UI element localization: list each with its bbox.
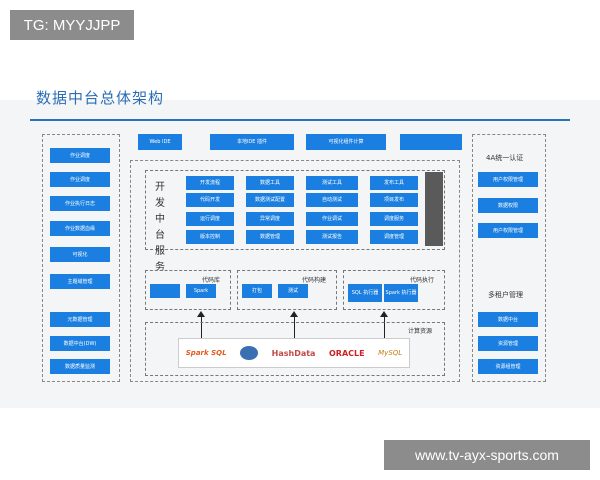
right-panel	[472, 134, 546, 382]
top-box-extra	[400, 134, 462, 150]
hashdata-logo: HashData	[271, 348, 316, 358]
auth-item: 用户权限管理	[478, 172, 538, 187]
center-panel	[130, 160, 460, 382]
left-item: 数据中台(DW)	[50, 336, 110, 351]
left-item: 可视化	[50, 247, 110, 262]
core-cell: 运行调度	[186, 212, 234, 226]
core-cell: 开发流程	[186, 176, 234, 190]
code-exec-item: SQL 执行器	[348, 284, 382, 302]
left-item: 作业调度	[50, 172, 110, 187]
core-cell: 测试工具	[306, 176, 358, 190]
core-cell: 版本控制	[186, 230, 234, 244]
core-side-bar	[425, 172, 443, 246]
arrow-line	[293, 316, 295, 338]
auth-item: 用户权限管理	[478, 223, 538, 238]
left-item: 作业执行日志	[50, 196, 110, 211]
arrow-up-icon	[197, 311, 205, 317]
watermark-bottom: www.tv-ayx-sports.com	[384, 440, 590, 470]
left-item: 元数据管理	[50, 312, 110, 327]
core-label: 开发中台服务	[155, 182, 165, 273]
code-repo-item	[150, 284, 180, 298]
code-build-panel	[237, 270, 337, 310]
left-item: 主题域管理	[50, 274, 110, 289]
core-cell: 代码开发	[186, 193, 234, 207]
left-panel	[42, 134, 120, 382]
auth-title: 4A统一认证	[486, 154, 524, 162]
top-box-visual: 可视化组件计算	[306, 134, 386, 150]
compute-panel	[145, 322, 445, 376]
core-cell: 项目发布	[370, 193, 418, 207]
tenant-title: 多租户管理	[488, 291, 523, 299]
code-repo-panel	[145, 270, 231, 310]
core-services-panel	[145, 170, 445, 250]
code-exec-panel	[343, 270, 445, 310]
tenant-item: 数据中台	[478, 312, 538, 327]
left-item: 作业数据血缘	[50, 221, 110, 236]
core-cell: 异常调度	[246, 212, 294, 226]
code-build-item: 打包	[242, 284, 272, 298]
core-cell: 发布工具	[370, 176, 418, 190]
spark-logo: Spark SQL	[185, 349, 227, 357]
left-item: 作业调度	[50, 148, 110, 163]
top-box-web-ide: Web IDE	[138, 134, 182, 150]
code-repo-item: Spark	[186, 284, 216, 298]
code-build-title: 代码构建	[302, 277, 327, 284]
code-exec-item: Spark 执行器	[384, 284, 418, 302]
arrow-up-icon	[290, 311, 298, 317]
core-cell: 调度服务	[370, 212, 418, 226]
tenant-item: 资源组管理	[478, 359, 538, 374]
code-exec-title: 代码执行	[410, 277, 435, 284]
core-cell: 数据测试配置	[246, 193, 294, 207]
arrow-up-icon	[380, 311, 388, 317]
oracle-logo: ORACLE	[329, 348, 365, 358]
compute-title: 计算资源	[408, 328, 433, 335]
core-cell: 数据管理	[246, 230, 294, 244]
title-rule	[30, 119, 570, 121]
arrow-line	[383, 316, 385, 338]
top-box-local-ide: 本地IDE 插件	[210, 134, 294, 150]
mysql-logo: MySQL	[378, 349, 403, 357]
code-build-item: 测试	[278, 284, 308, 298]
code-repo-title: 代码库	[202, 277, 221, 284]
arrow-line	[200, 316, 202, 338]
compute-logos: Spark SQL HashData ORACLE MySQL	[178, 338, 410, 368]
diagram-title: 数据中台总体架构	[36, 89, 165, 107]
core-cell: 调度管理	[370, 230, 418, 244]
core-cell: 测试报告	[306, 230, 358, 244]
core-cell: 作业调试	[306, 212, 358, 226]
auth-item: 数据权限	[478, 198, 538, 213]
tenant-item: 资源管理	[478, 336, 538, 351]
hadoop-logo-icon	[240, 346, 259, 360]
left-item: 数据质量监测	[50, 359, 110, 374]
core-cell: 数据工具	[246, 176, 294, 190]
watermark-top: TG: MYYJJPP	[10, 10, 134, 40]
core-cell: 自动测试	[306, 193, 358, 207]
